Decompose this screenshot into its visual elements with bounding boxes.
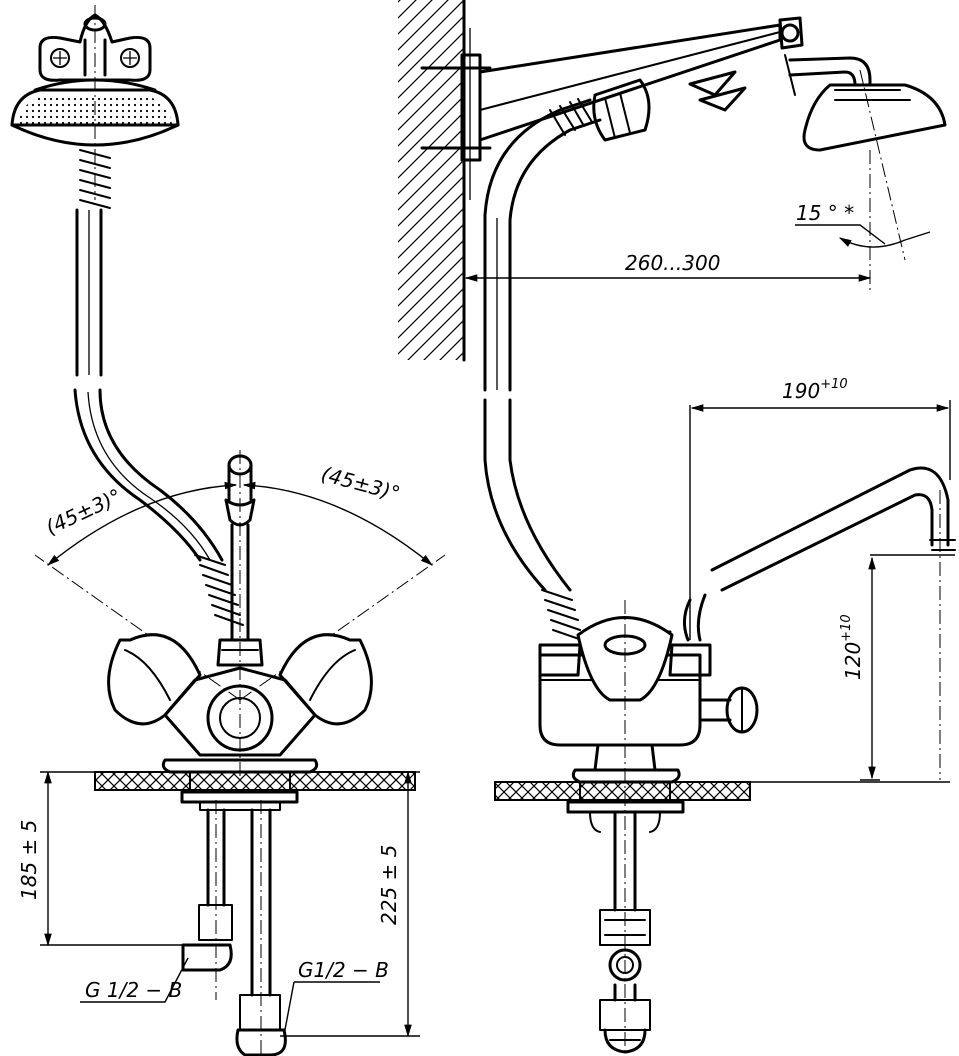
wall — [398, 0, 492, 362]
reach-260-300-label: 260...300 — [625, 251, 720, 275]
thread-left-label: G 1/2 − B — [85, 978, 182, 1002]
shower-hose-side — [483, 78, 651, 641]
shower-arm — [478, 16, 872, 142]
shower-head-front — [10, 5, 180, 200]
mounting-and-pipes-front — [180, 771, 299, 1056]
mixer-body-side — [538, 600, 759, 1056]
shower-head-side: 15 ° * — [795, 69, 947, 290]
spout-reach-label: 190+10 — [782, 377, 848, 403]
spout — [683, 466, 956, 780]
spout-height-dimension: 120+10 — [839, 554, 955, 781]
thread-callouts-front: G 1/2 − B G1/2 − B — [80, 957, 389, 1036]
countertop-front — [40, 771, 420, 791]
mounting-and-pipes-side — [566, 781, 685, 1054]
side-view: 15 ° * 260...300 190+10 — [398, 0, 956, 1056]
height-185-label: 185 ± 5 — [17, 820, 41, 900]
spout-reach-dimension: 190+10 — [689, 377, 951, 640]
mixer-body-front — [107, 633, 373, 774]
left-angle-label: (45±3)° — [42, 484, 125, 540]
countertop-side — [494, 781, 950, 801]
shower-hose-front — [73, 149, 244, 626]
shower-angle-label: 15 ° * — [796, 201, 854, 225]
thread-right-label: G1/2 − B — [298, 958, 389, 982]
height-225-label: 225 ± 5 — [377, 845, 401, 925]
lever-stem-front — [216, 454, 264, 667]
reach-dimension: 260...300 — [464, 251, 872, 282]
front-view: (45±3)° (45±3)° — [10, 5, 446, 1056]
spout-height-label: 120+10 — [839, 614, 865, 680]
height-dimensions-front: 185 ± 5 225 ± 5 — [17, 770, 420, 1038]
right-angle-label: (45±3)° — [319, 462, 403, 506]
